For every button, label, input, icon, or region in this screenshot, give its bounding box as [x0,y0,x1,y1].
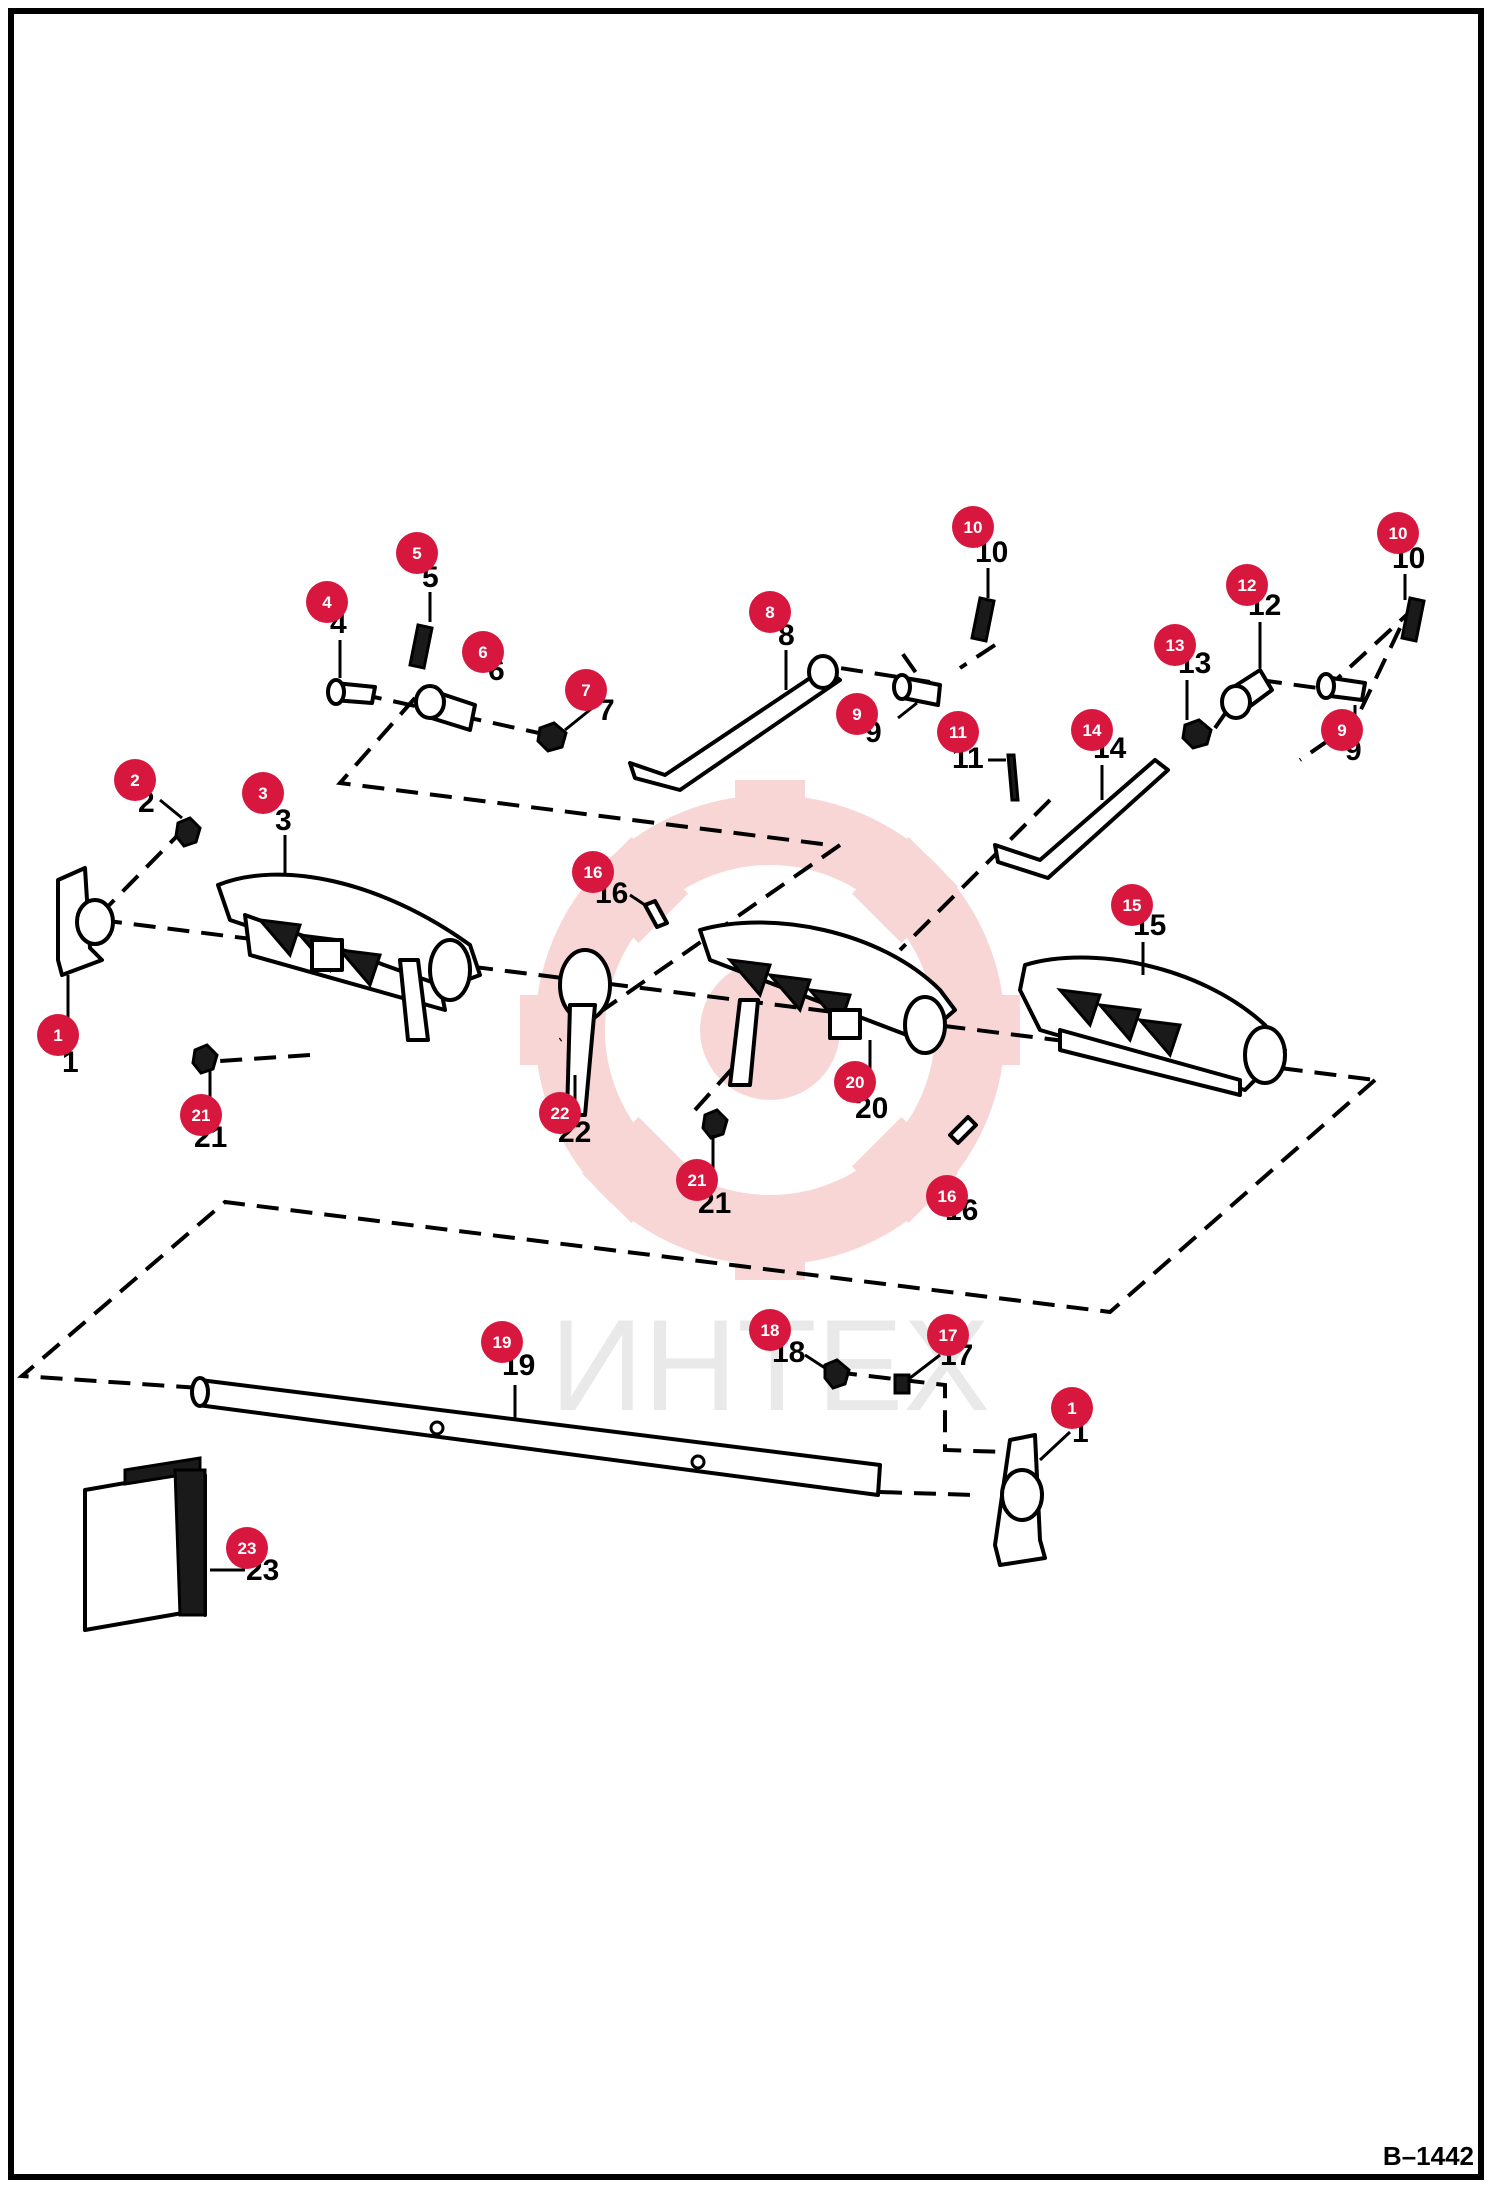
callout-bubble-number-c5: 5 [412,544,421,563]
callout-bubble-number-c4: 4 [322,593,332,612]
callout-bubble-c7 [565,669,607,711]
callout-bubble-number-c8: 8 [765,603,774,622]
callout-bubble-number-c16a: 16 [584,863,603,882]
callout-bubble-number-c7: 7 [581,681,590,700]
bolt-5 [408,623,434,670]
nut-2 [174,816,202,848]
parts [56,596,1426,1632]
callout-bubble-c18 [749,1309,791,1351]
callout-bubble-c13 [1154,624,1196,666]
pedal-3 [216,872,482,1042]
callout-bubble-number-c21a: 21 [192,1106,211,1125]
callout-bubble-number-c12: 12 [1238,576,1257,595]
callout-bubble-number-c17: 17 [939,1326,958,1345]
callout-bubble-number-c1a: 1 [53,1026,62,1045]
roll-pin-16b [948,1115,978,1145]
callout-bubble-number-c23: 23 [238,1539,257,1558]
callout-bubble-number-c22: 22 [551,1104,570,1123]
callout-bubble-c6 [462,631,504,673]
callout-bubble-c5 [396,532,438,574]
callout-bubble-c8 [749,591,791,633]
svg-text:3: 3 [275,804,292,837]
callout-bubble-c21b [676,1159,718,1201]
callout-bubble-c3 [242,772,284,814]
callout-bubble-c16a [572,851,614,893]
callout-bubble-c1a [37,1014,79,1056]
callout-bubbles: 1234567891011121314109151616202121221918… [37,506,1419,1569]
callout-bubble-number-c10a: 10 [964,518,983,537]
pedal-15 [1018,955,1287,1097]
bushing-18 [823,1358,851,1390]
drawing-number: B–1442 [1382,2141,1474,2171]
callout-bubble-c12 [1226,564,1268,606]
callout-bubble-number-c3: 3 [258,784,267,803]
bolt-10a [970,596,996,643]
callout-bubble-c10b [1377,512,1419,554]
callout-bubble-number-c18: 18 [761,1321,780,1340]
pedal-20 [698,920,957,1087]
callout-bubble-number-c2: 2 [130,771,139,790]
nut-13 [1181,718,1213,750]
callout-bubble-c10a [952,506,994,548]
callout-bubble-c20 [834,1061,876,1103]
callout-bubble-c22 [539,1092,581,1134]
callout-bubble-c4 [306,581,348,623]
roll-pin-16a [643,899,669,929]
callout-bubble-number-c9a: 9 [852,705,861,724]
cotter-pin-11 [1006,753,1020,802]
callout-bubble-c19 [481,1321,523,1363]
callout-bubble-c23 [226,1527,268,1569]
callout-bubble-number-c16b: 16 [938,1187,957,1206]
spring-washer-17 [893,1373,911,1395]
callout-bubble-c14 [1071,709,1113,751]
linkage-rod-8 [628,666,842,792]
nut-21a [191,1043,219,1075]
callout-bubble-number-c6: 6 [478,643,487,662]
callout-bubble-c9a [836,693,878,735]
nut-7 [536,721,568,753]
callout-bubble-number-c9b: 9 [1337,721,1346,740]
callout-bubble-c17 [927,1314,969,1356]
callout-bubble-number-c13: 13 [1166,636,1185,655]
callout-bubble-c21a [180,1094,222,1136]
callout-bubble-c15 [1111,884,1153,926]
callout-10a: 10 [975,536,1008,598]
callout-bubble-number-c19: 19 [493,1333,512,1352]
callout-3: 3 [275,804,292,875]
parts-kit-box-23 [83,1456,207,1632]
callout-bubble-number-c21b: 21 [688,1171,707,1190]
drawing-frame [8,8,1484,2180]
callout-bubble-number-c11: 11 [949,723,967,742]
bolt-10b [1400,596,1426,643]
callout-bubble-number-c10b: 10 [1389,524,1408,543]
callout-bubble-number-c14: 14 [1083,721,1102,740]
callout-bubble-number-c15: 15 [1123,896,1142,915]
callout-bubble-c1b [1051,1387,1093,1429]
linkage-rod-14 [993,758,1170,880]
callout-bubble-c9b [1321,709,1363,751]
callout-bubble-number-c1b: 1 [1067,1399,1076,1418]
callout-bubble-number-c20: 20 [846,1073,865,1092]
nut-21b [701,1108,729,1140]
callout-bubble-c11 [937,711,979,753]
callout-bubble-c2 [114,759,156,801]
callout-bubble-c16b [926,1175,968,1217]
